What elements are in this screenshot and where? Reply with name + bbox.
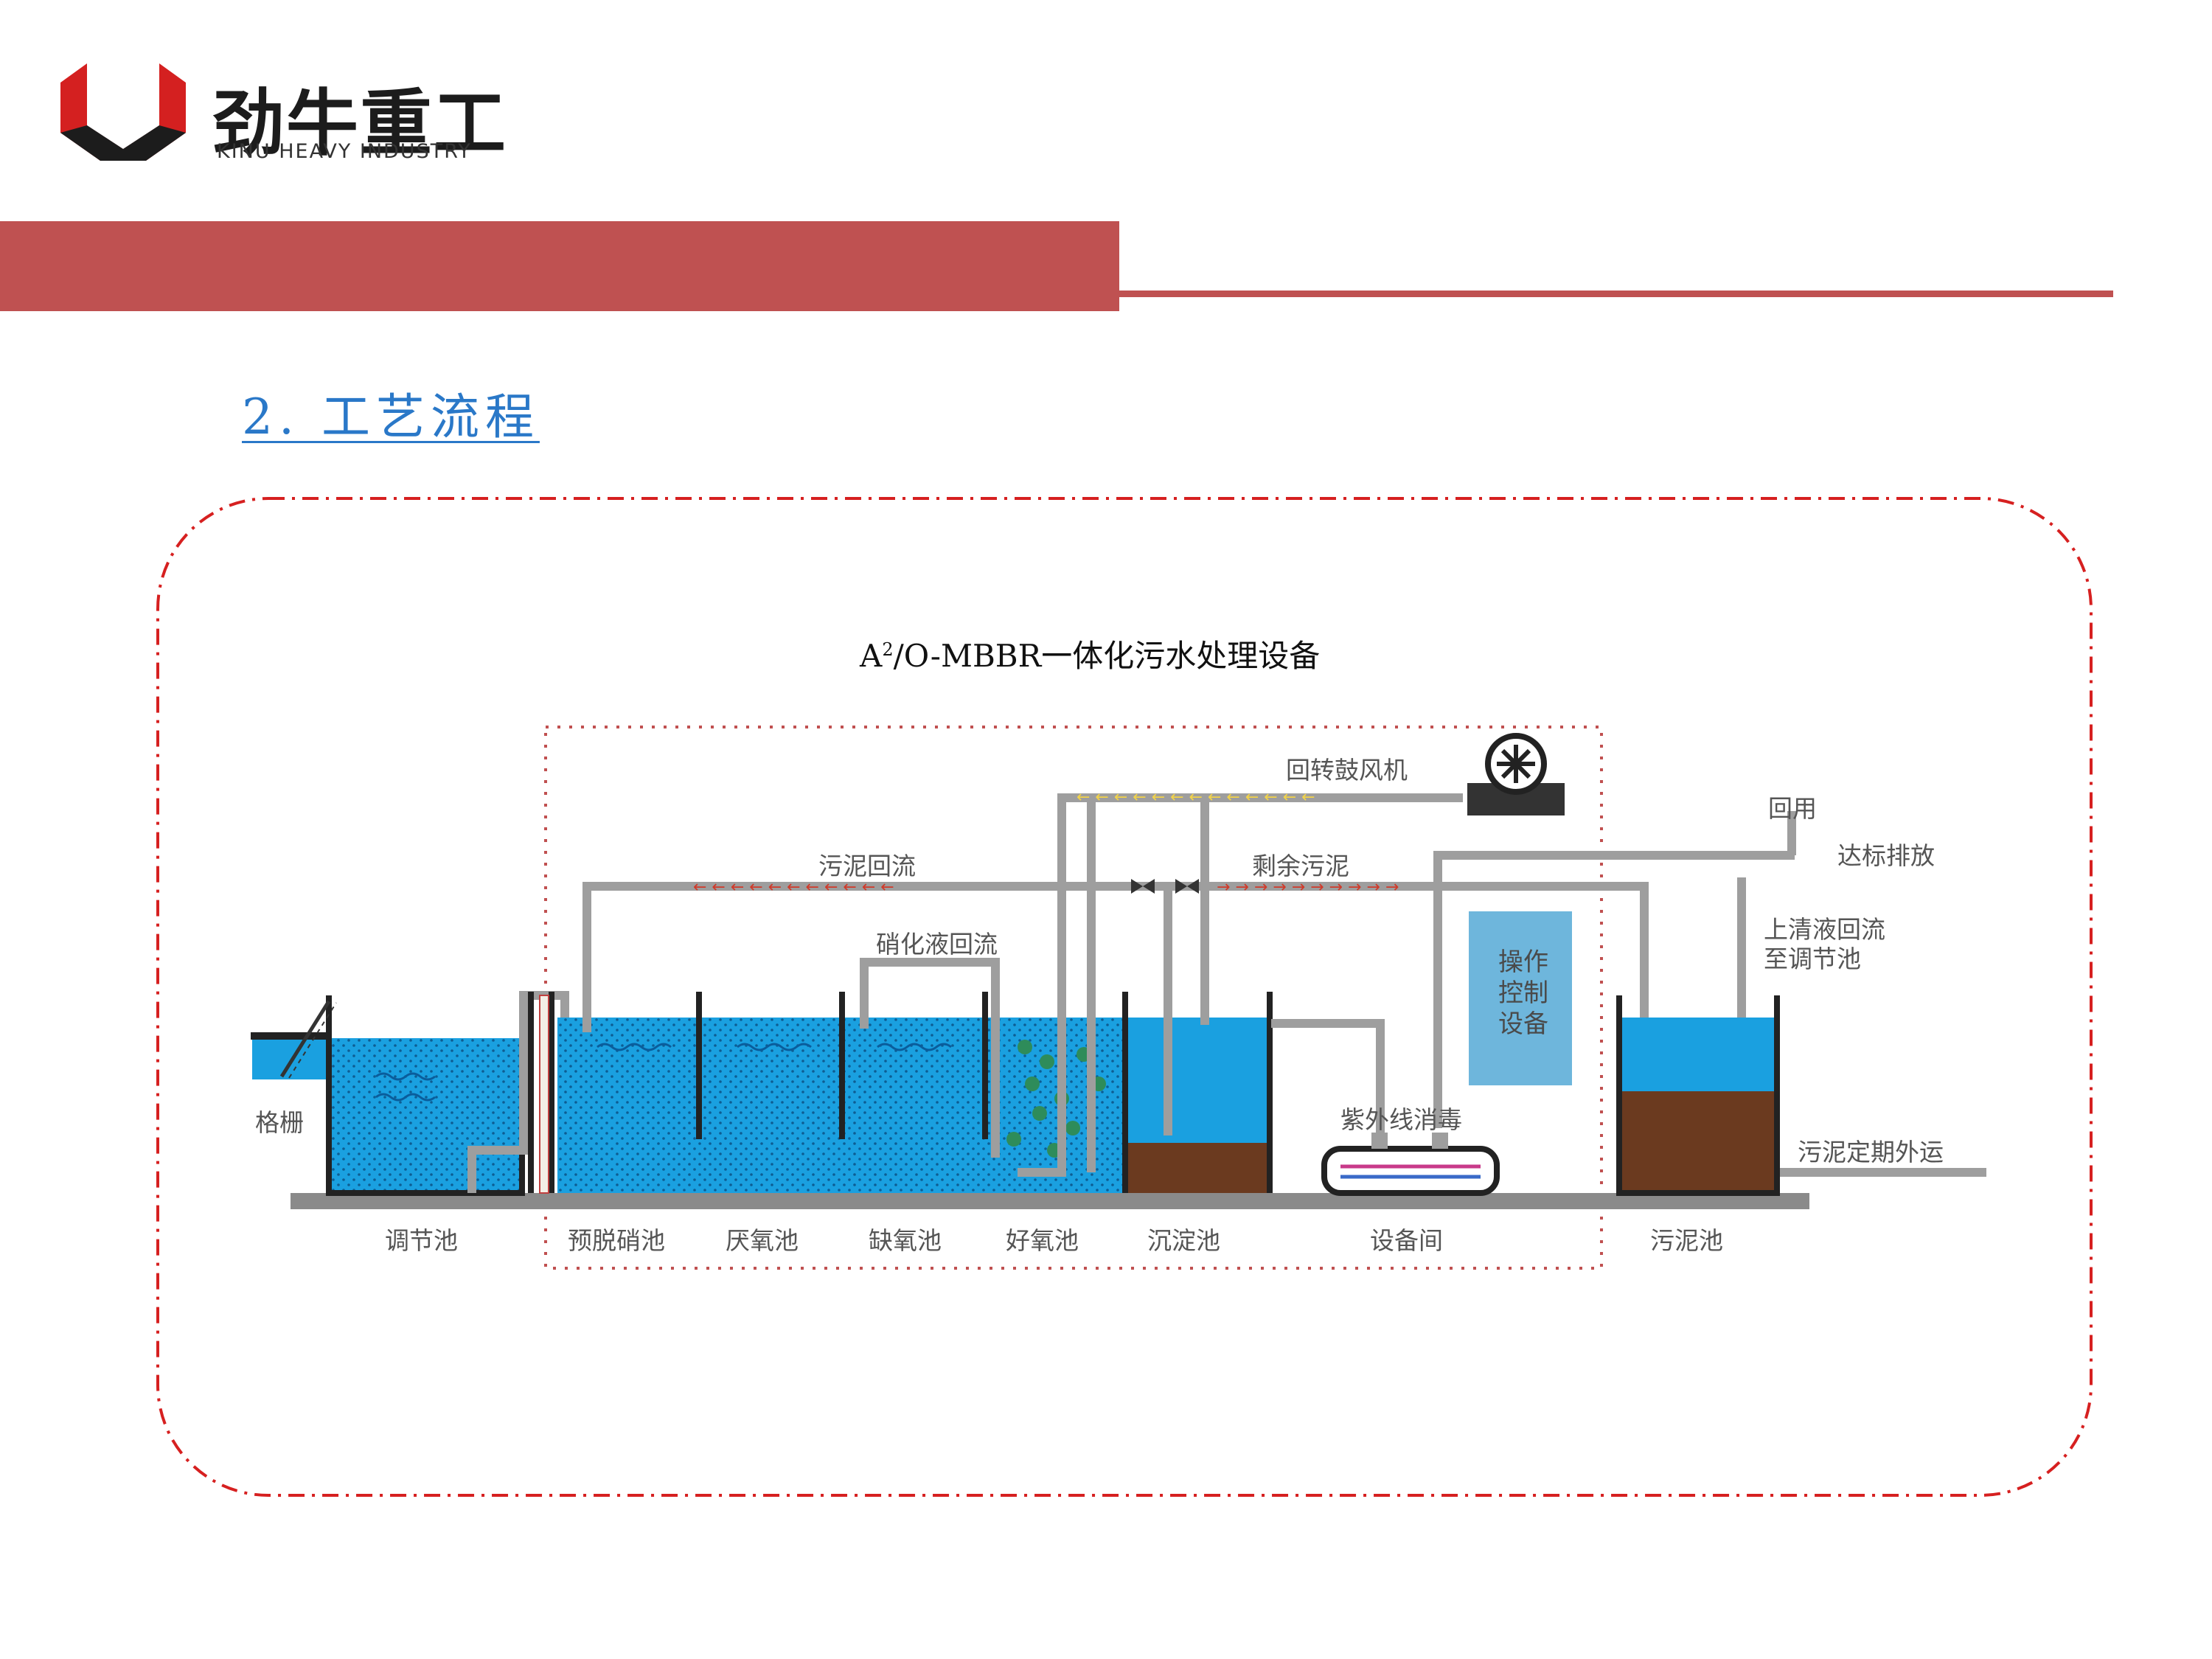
section-title[interactable]: 2. 工艺流程 (242, 389, 540, 445)
tank-label: 厌氧池 (726, 1226, 799, 1255)
svg-text:← ← ← ← ← ← ← ← ← ← ←: ← ← ← ← ← ← ← ← ← ← ← (693, 878, 894, 897)
tank-walls (528, 992, 1273, 1193)
control-box (1469, 911, 1572, 1085)
logo-english-name: KINU HEAVY INDUSTRY (217, 140, 472, 163)
sludge-out-label: 污泥定期外运 (1798, 1138, 1944, 1166)
control-equipment-label: 操作 控制 设备 (1498, 947, 1548, 1039)
nitrate-return-label: 硝化液回流 (876, 930, 998, 959)
ground-slab (291, 1193, 1809, 1209)
tank-label: 好氧池 (1006, 1226, 1079, 1255)
logo-chinese-name: 劲牛重工 (212, 82, 508, 166)
header-rule (1119, 291, 2113, 297)
tank-label: 沉淀池 (1147, 1226, 1220, 1255)
blower-label: 回转鼓风机 (1286, 756, 1408, 785)
company-logo: 劲牛重工 KINU HEAVY INDUSTRY (58, 62, 574, 166)
excess-sludge-label: 剩余污泥 (1252, 852, 1349, 880)
svg-text:→ → → → → → → → → →: → → → → → → → → → → (1217, 878, 1399, 897)
uv-lamp-icon (1321, 1133, 1500, 1196)
svg-text:← ← ← ← ← ← ← ← ← ← ← ← ←: ← ← ← ← ← ← ← ← ← ← ← ← ← (1077, 788, 1315, 807)
regulating-tank (251, 991, 569, 1196)
reuse-label: 回用 (1768, 794, 1817, 823)
header-banner (0, 221, 1119, 311)
pipes (582, 793, 1986, 1177)
inlet-chamber (539, 995, 549, 1194)
bull-logo-icon (60, 63, 186, 161)
sludge-tank (1616, 995, 1780, 1196)
supernatant-return-label-2: 至调节池 (1764, 945, 1861, 973)
tank-label: 缺氧池 (869, 1226, 942, 1255)
settling-sludge (1128, 1143, 1267, 1193)
blower-icon (1467, 733, 1565, 815)
uv-label: 紫外线消毒 (1340, 1105, 1462, 1134)
screen-label: 格栅 (255, 1108, 304, 1137)
tank-label: 预脱硝池 (568, 1226, 665, 1255)
equipment-boundary (544, 726, 1603, 1270)
flow-arrows: ← ← ← ← ← ← ← ← ← ← ← → → → → → → → → → … (693, 788, 1399, 897)
screen-icon (279, 1000, 337, 1079)
valve-icons (1131, 879, 1199, 894)
tank-label: 调节池 (385, 1226, 458, 1255)
discharge-label: 达标排放 (1837, 841, 1935, 870)
tank-label: 污泥池 (1650, 1226, 1723, 1255)
settling-water (1125, 1018, 1270, 1158)
supernatant-return-label-1: 上清液回流 (1764, 915, 1885, 944)
tank-label: 设备间 (1370, 1226, 1443, 1255)
sludge-return-label: 污泥回流 (818, 852, 916, 880)
diagram-title: A2/O-MBBR一体化污水处理设备 (860, 638, 1321, 674)
